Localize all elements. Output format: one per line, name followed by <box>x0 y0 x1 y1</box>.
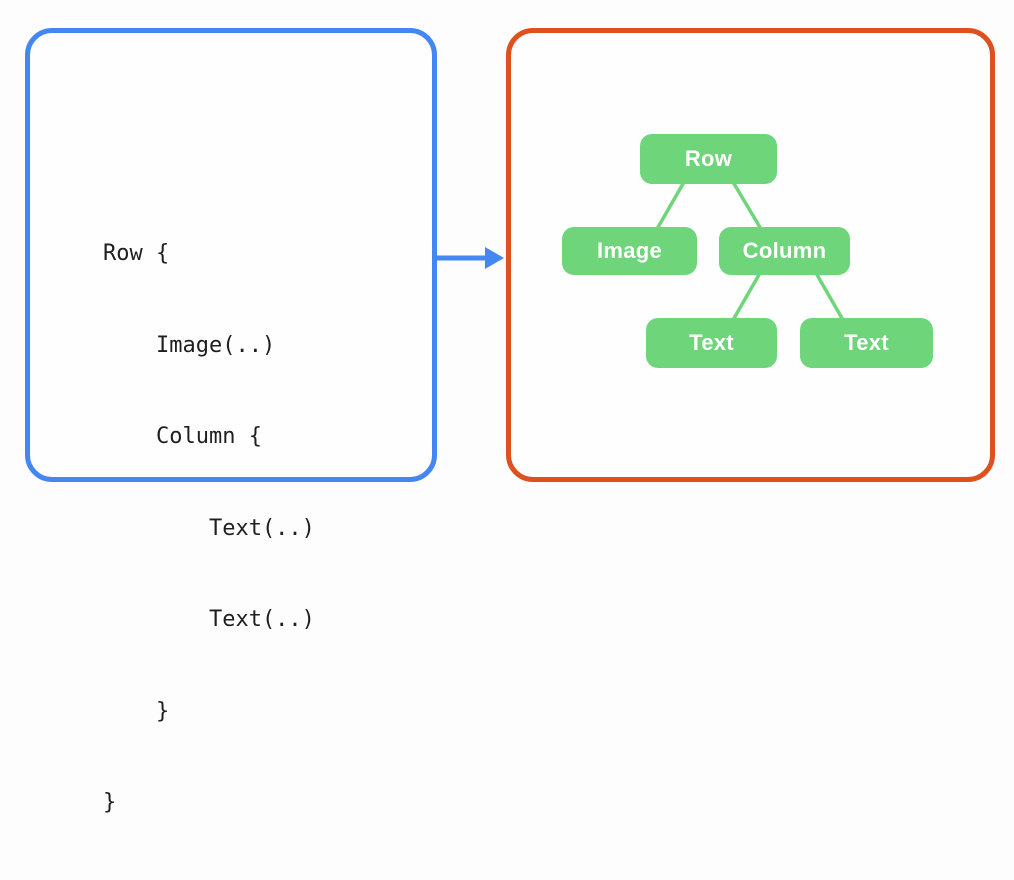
tree-edges <box>655 180 845 322</box>
code-panel: Row { Image(..) Column { Text(..) Text(.… <box>25 28 437 815</box>
code-line: Row { <box>103 241 170 266</box>
edge-column-text1 <box>731 271 762 322</box>
code-block: Row { Image(..) Column { Text(..) Text(.… <box>103 178 315 880</box>
code-line: } <box>103 790 117 815</box>
code-line: Text(..) <box>103 515 315 541</box>
compose-code-to-ui-tree-figure: Row { Image(..) Column { Text(..) Text(.… <box>25 28 995 815</box>
ui-tree-panel: Row Image Column Text Text <box>506 28 995 482</box>
edge-row-column <box>731 180 763 231</box>
arrow-right-icon <box>435 247 504 269</box>
code-line: Image(..) <box>103 332 276 358</box>
edge-row-image <box>655 180 686 231</box>
tree-node-row: Row <box>640 134 777 184</box>
code-line: Column { <box>103 424 262 449</box>
tree-node-column: Column <box>719 227 850 275</box>
code-line: } <box>103 698 170 724</box>
code-line: Text(..) <box>103 607 315 632</box>
tree-node-image: Image <box>562 227 697 275</box>
edge-column-text2 <box>814 271 845 322</box>
tree-node-text-second: Text <box>800 318 933 368</box>
tree-node-text-first: Text <box>646 318 777 368</box>
